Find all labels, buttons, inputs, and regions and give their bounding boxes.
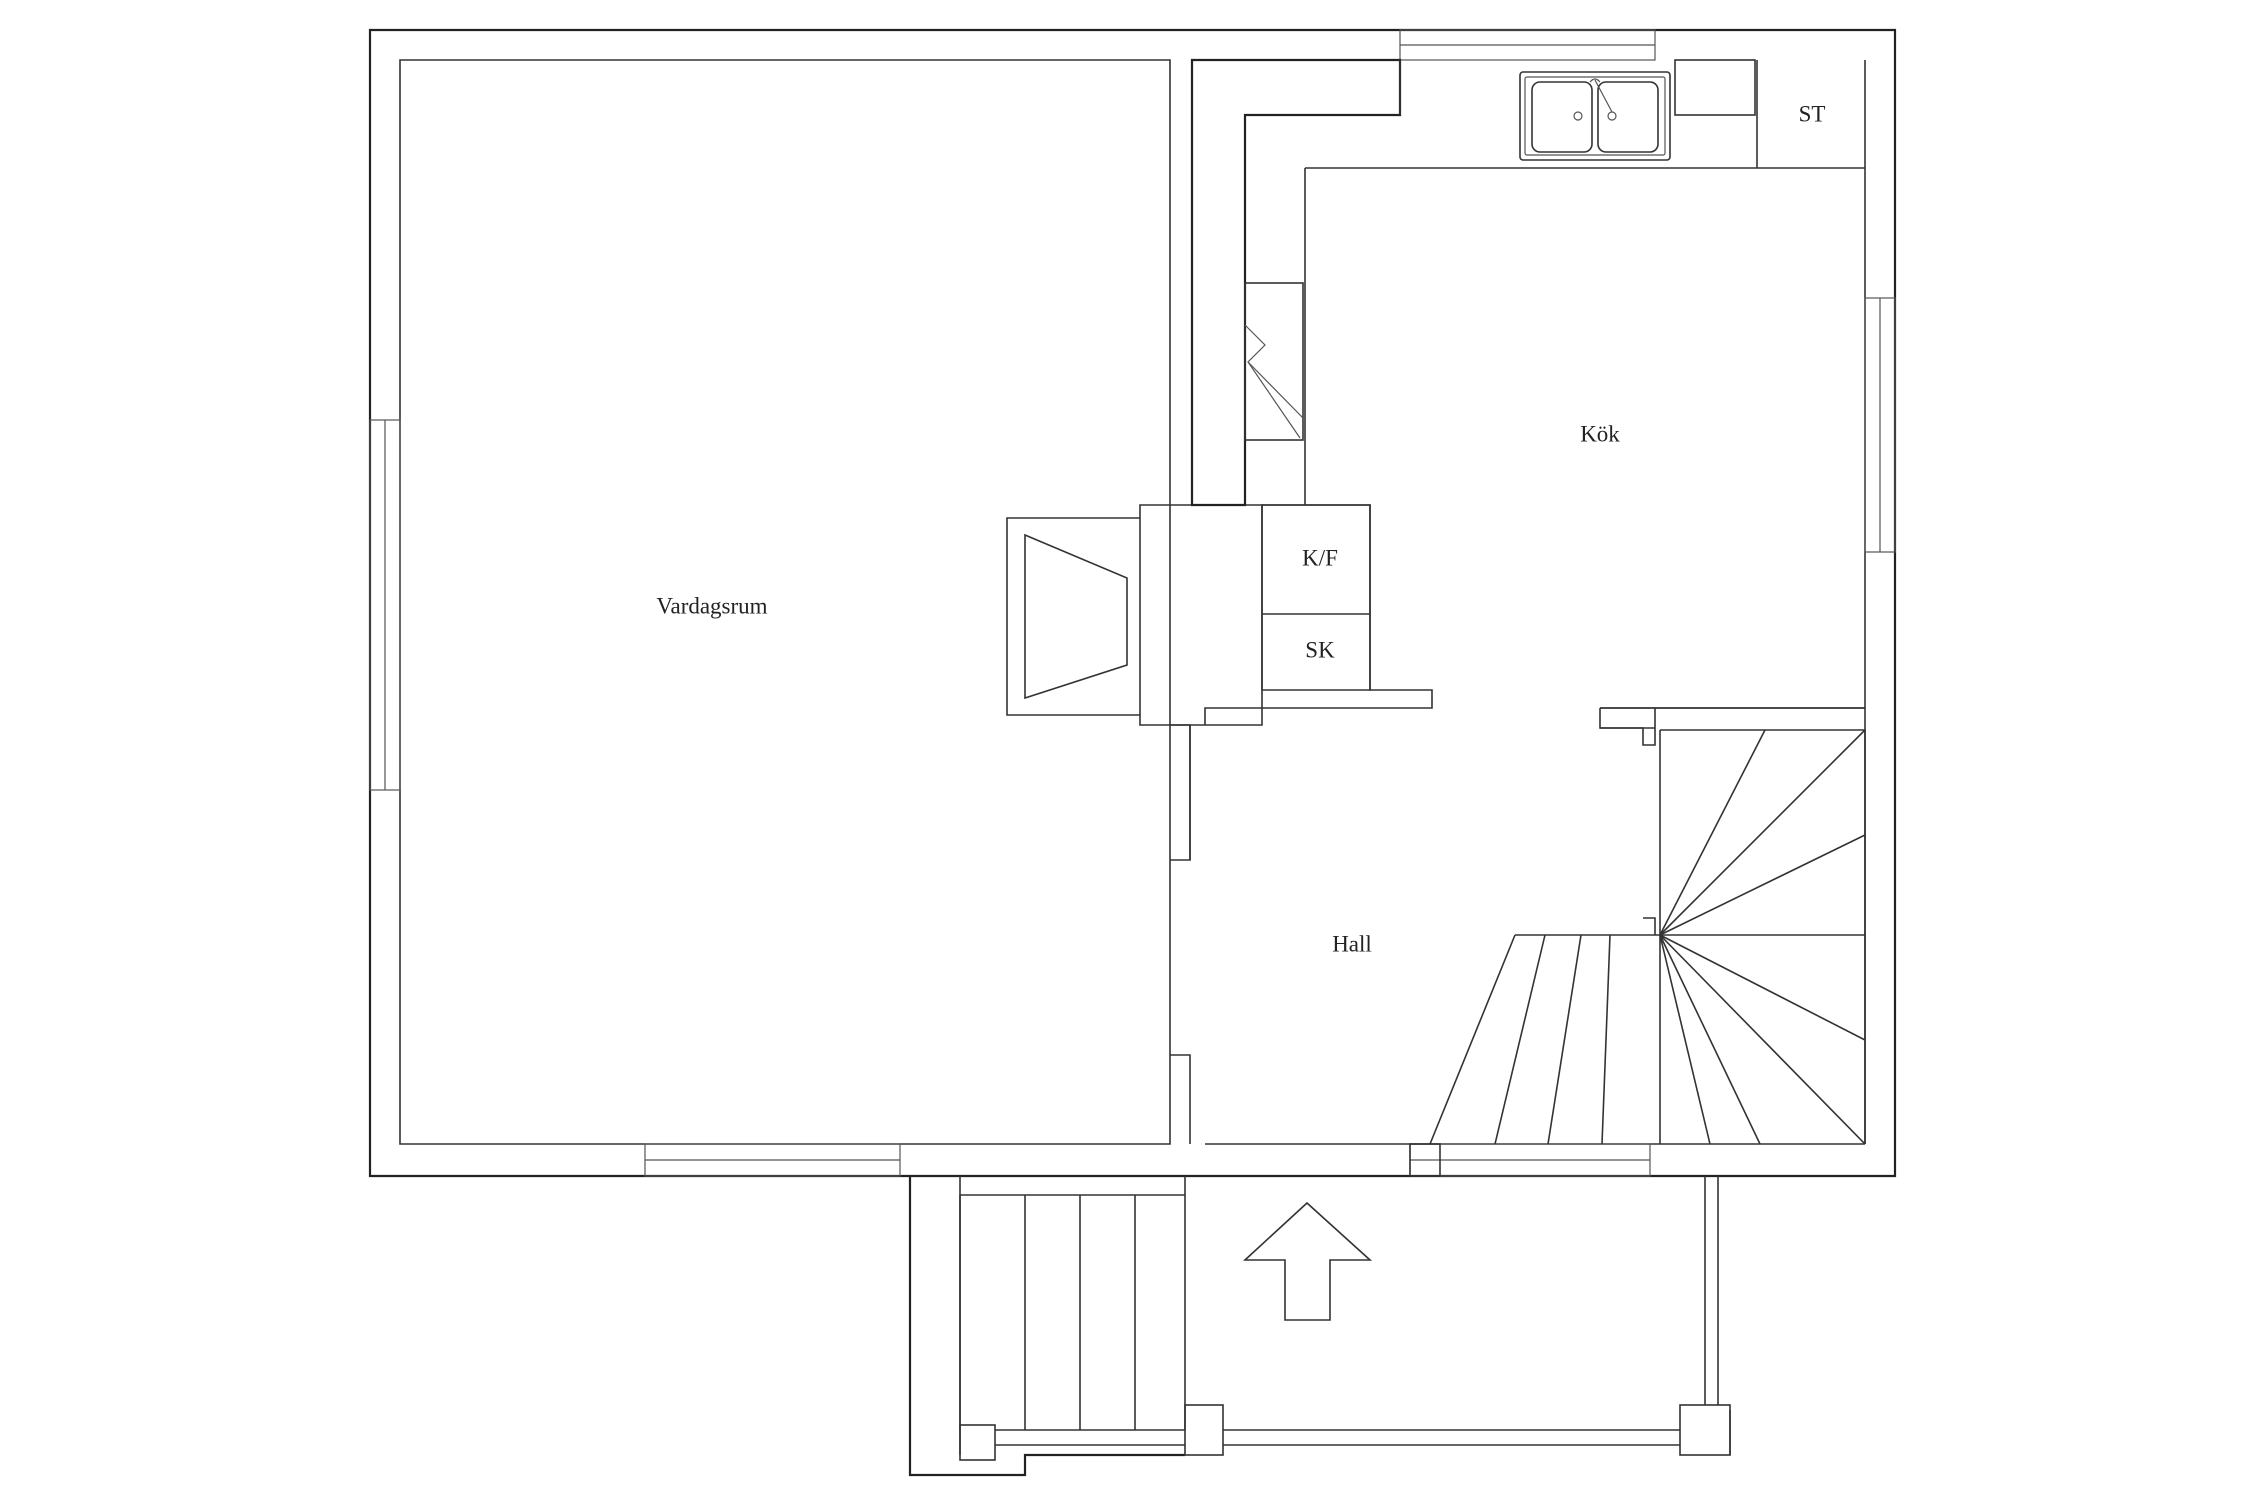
kitchen-counter [1190, 58, 1865, 507]
windows [369, 29, 1896, 1177]
staircase-icon [1409, 729, 1866, 1177]
fireplace-icon [1006, 517, 1140, 716]
outer-walls [368, 28, 1897, 1178]
label-kitchen: Kök [1580, 421, 1620, 446]
double-sink-icon [1519, 71, 1671, 161]
interior-walls [1139, 504, 1865, 1144]
label-hall: Hall [1332, 931, 1372, 956]
label-fridge-freezer: K/F [1302, 545, 1338, 570]
label-stove: ST [1799, 101, 1826, 126]
entrance-porch [908, 1176, 1731, 1477]
label-living-room: Vardagsrum [656, 593, 767, 618]
label-wardrobe: SK [1305, 637, 1335, 662]
entrance-arrow-icon [1242, 1201, 1373, 1321]
